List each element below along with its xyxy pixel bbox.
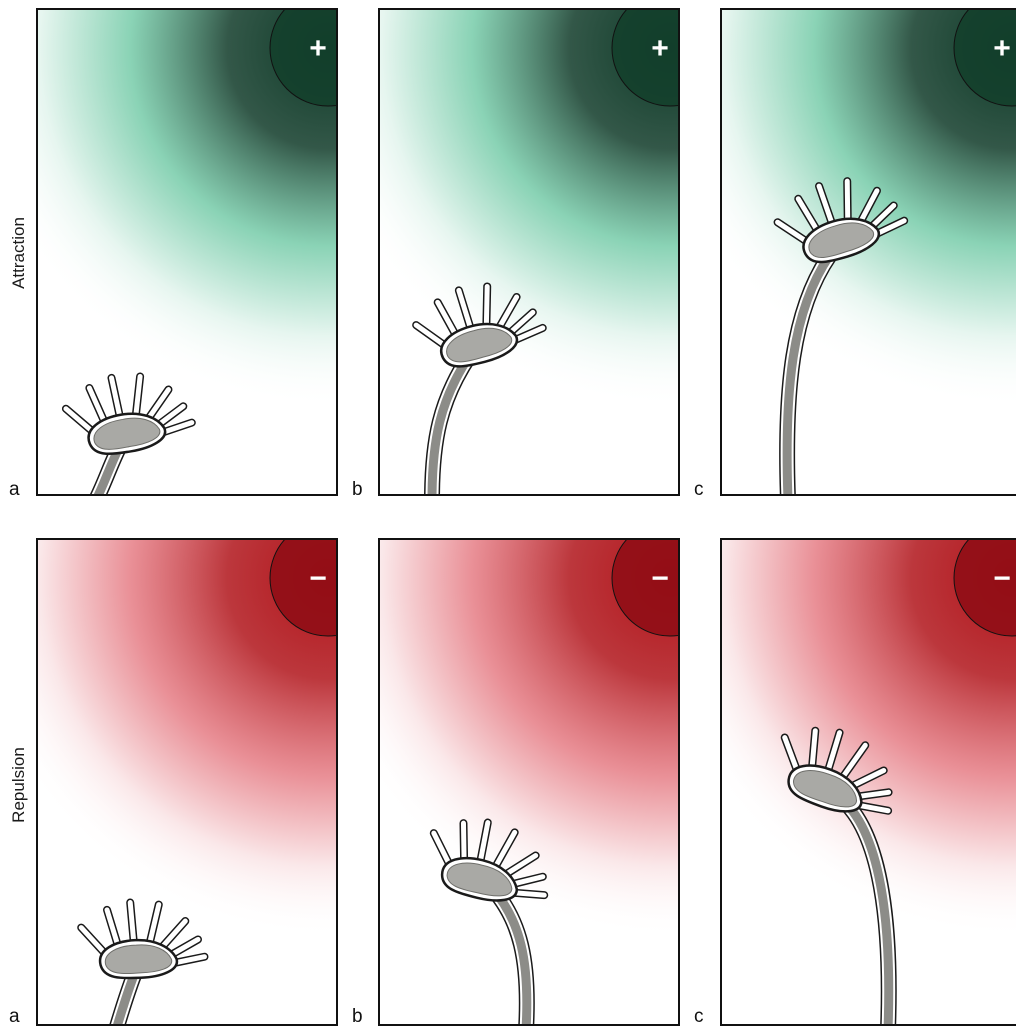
cue-sign-label: − — [651, 562, 669, 595]
panel-attraction-a: + — [36, 8, 338, 496]
cue-sign-label: − — [309, 562, 327, 595]
panel-letter-a-bottom: a — [9, 1007, 20, 1026]
row-label-attraction: Attraction — [9, 183, 29, 323]
row-label-repulsion: Repulsion — [9, 715, 29, 855]
panel-letter-c-bottom: c — [694, 1007, 704, 1026]
panel-letter-b-bottom: b — [352, 1007, 363, 1026]
panel-letter-c-top: c — [694, 480, 704, 499]
panel-letter-b-top: b — [352, 480, 363, 499]
panel-letter-a-top: a — [9, 480, 20, 499]
panel-attraction-b: + — [378, 8, 680, 496]
panel-attraction-c: + — [720, 8, 1016, 496]
panel-repulsion-a: − — [36, 538, 338, 1026]
panel-repulsion-c: − — [720, 538, 1016, 1026]
cue-sign-label: + — [309, 32, 327, 65]
cue-sign-label: + — [993, 32, 1011, 65]
cue-sign-label: − — [993, 562, 1011, 595]
cue-sign-label: + — [651, 32, 669, 65]
panel-repulsion-b: − — [378, 538, 680, 1026]
